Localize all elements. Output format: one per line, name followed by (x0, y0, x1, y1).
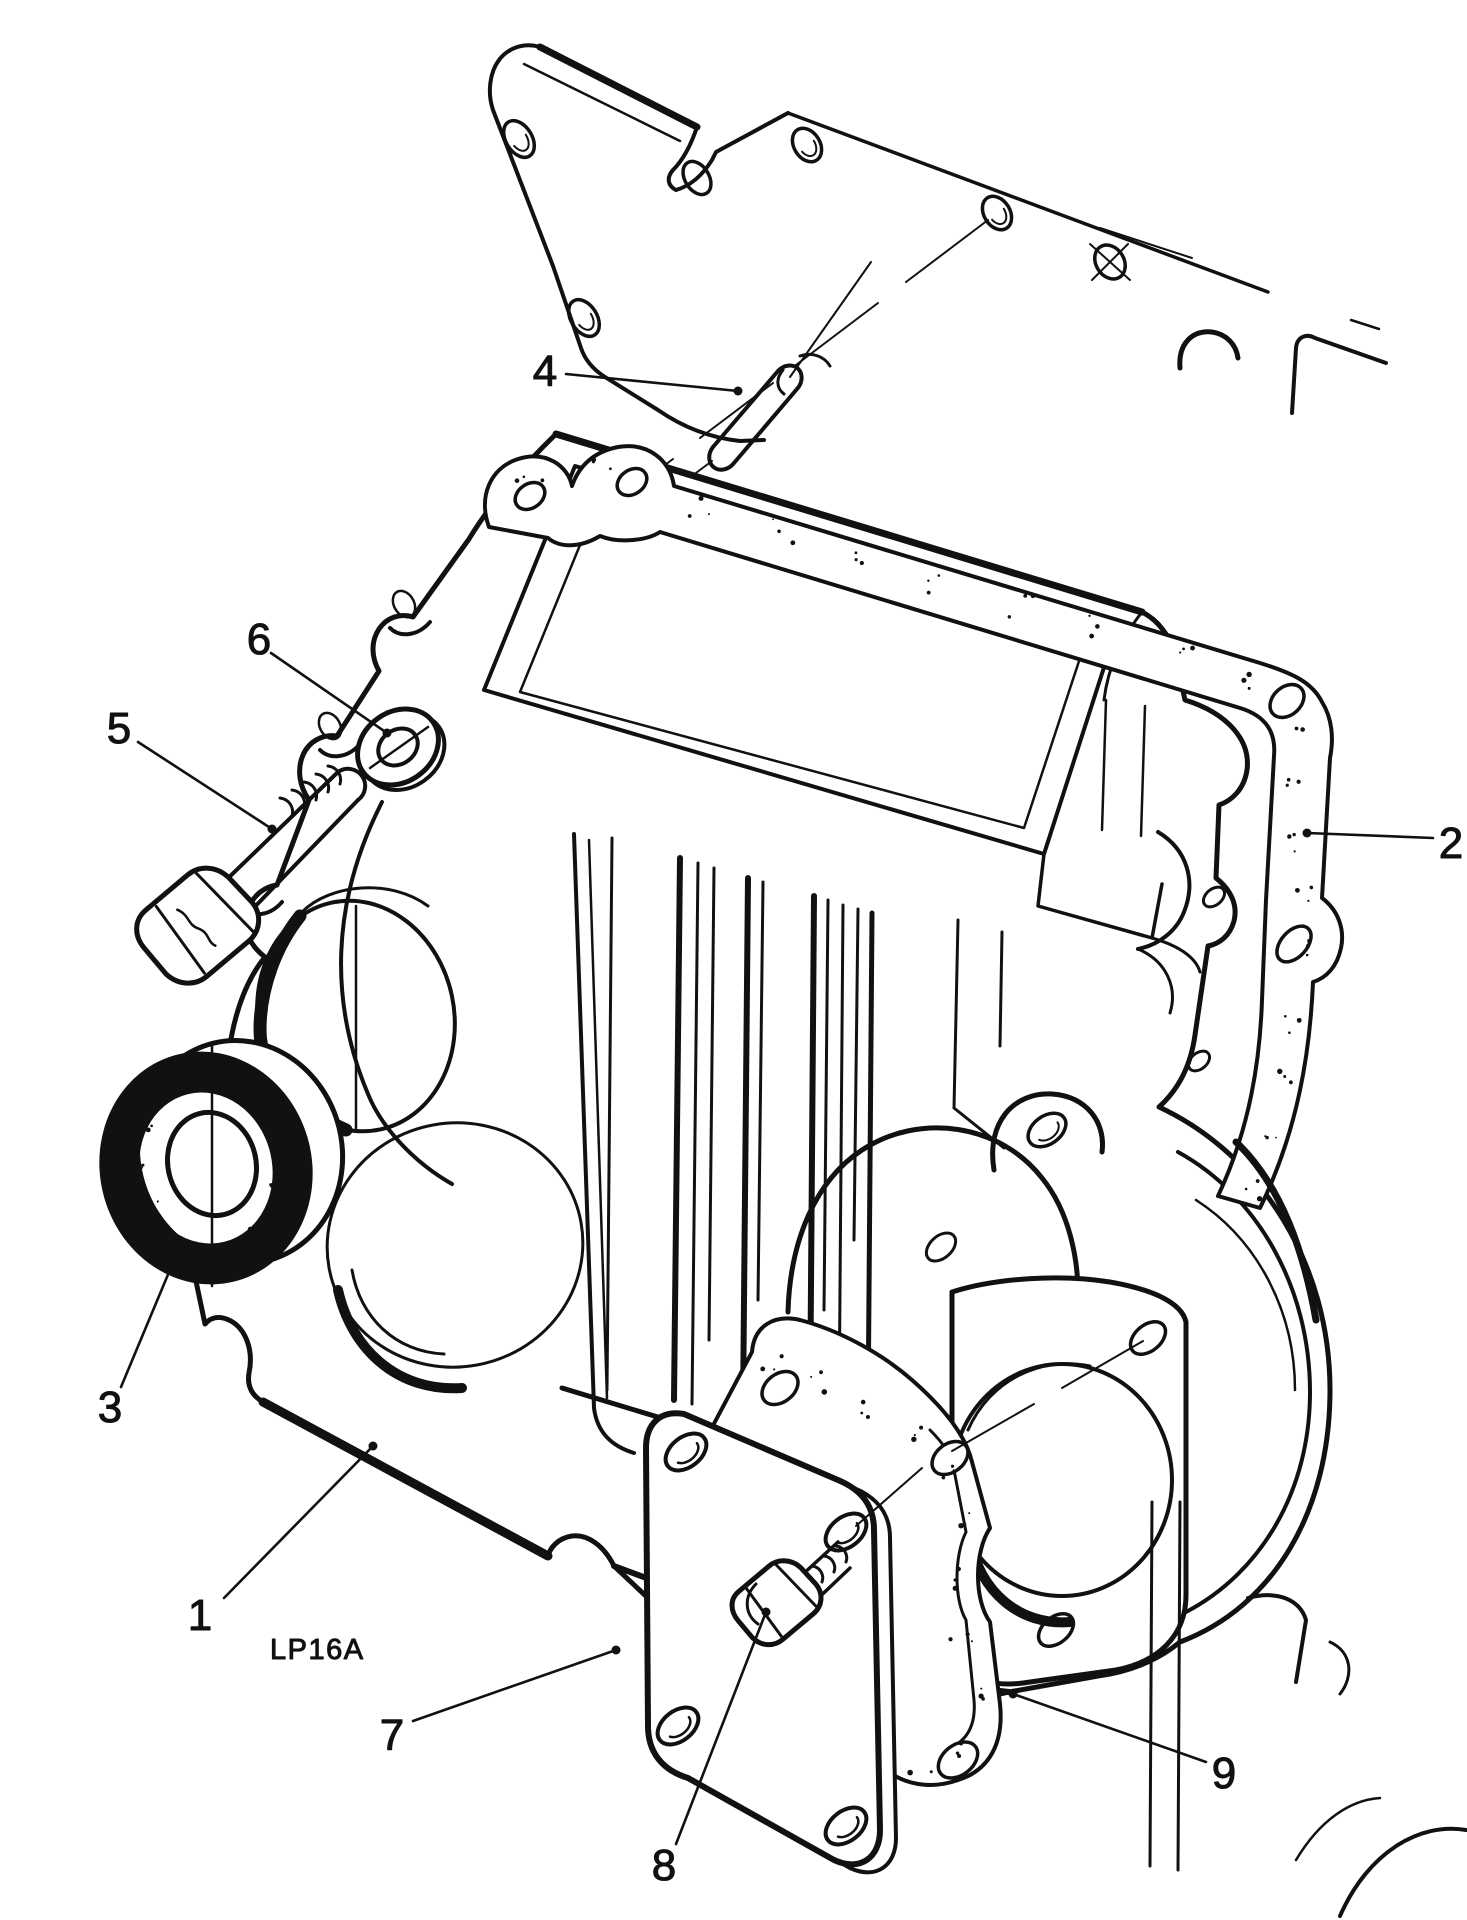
callout-label-1: 1 (188, 1591, 212, 1640)
roll-pin (707, 352, 832, 472)
pto-cover-plate (643, 1410, 898, 1875)
bolt-head (134, 865, 262, 986)
callout-label-8: 8 (652, 1841, 676, 1890)
callout-label-7: 7 (380, 1711, 404, 1760)
callout-label-3: 3 (98, 1383, 122, 1432)
backplate-corner-fragments (1089, 227, 1388, 415)
leader-line-8 (674, 1610, 768, 1846)
leader-dot-3 (172, 1248, 182, 1258)
leader-dot-9 (1008, 1689, 1018, 1699)
leader-line-3 (119, 1251, 179, 1389)
leader-line-5 (136, 740, 274, 831)
leader-dot-7 (611, 1645, 621, 1655)
callout-label-5: 5 (107, 704, 131, 753)
leader-dot-1 (368, 1441, 378, 1451)
callout-label-6: 6 (247, 615, 271, 664)
leader-dot-5 (267, 824, 277, 834)
pto-alignment-axis (855, 1340, 1144, 1527)
figure-code: LP16A (270, 1634, 365, 1666)
pto-plate-bolt (729, 1540, 852, 1648)
front-cover-casting (190, 430, 1467, 1918)
callout-label-4: 4 (533, 347, 557, 396)
cover-bolt (134, 764, 368, 986)
leader-dot-6 (382, 728, 392, 738)
cover-gasket (483, 444, 1344, 1324)
leader-dot-8 (761, 1607, 771, 1617)
callout-layer: 1 2 3 4 5 6 7 8 9 (97, 347, 1463, 1891)
callout-label-2: 2 (1439, 819, 1463, 868)
leader-line-7 (411, 1648, 618, 1723)
leader-line-9 (1011, 1692, 1208, 1764)
leader-line-6 (269, 651, 389, 735)
seal-texture (134, 1067, 281, 1265)
leader-line-4 (564, 372, 740, 393)
leader-line-2 (1305, 831, 1435, 840)
gasket-texture (760, 1354, 985, 1788)
leader-dot-4 (733, 386, 743, 396)
leader-dot-2 (1302, 828, 1312, 838)
oil-seal (99, 1038, 346, 1288)
leader-line-1 (222, 1444, 375, 1600)
gasket-texture (514, 457, 1314, 1202)
callout-label-9: 9 (1212, 1749, 1236, 1798)
